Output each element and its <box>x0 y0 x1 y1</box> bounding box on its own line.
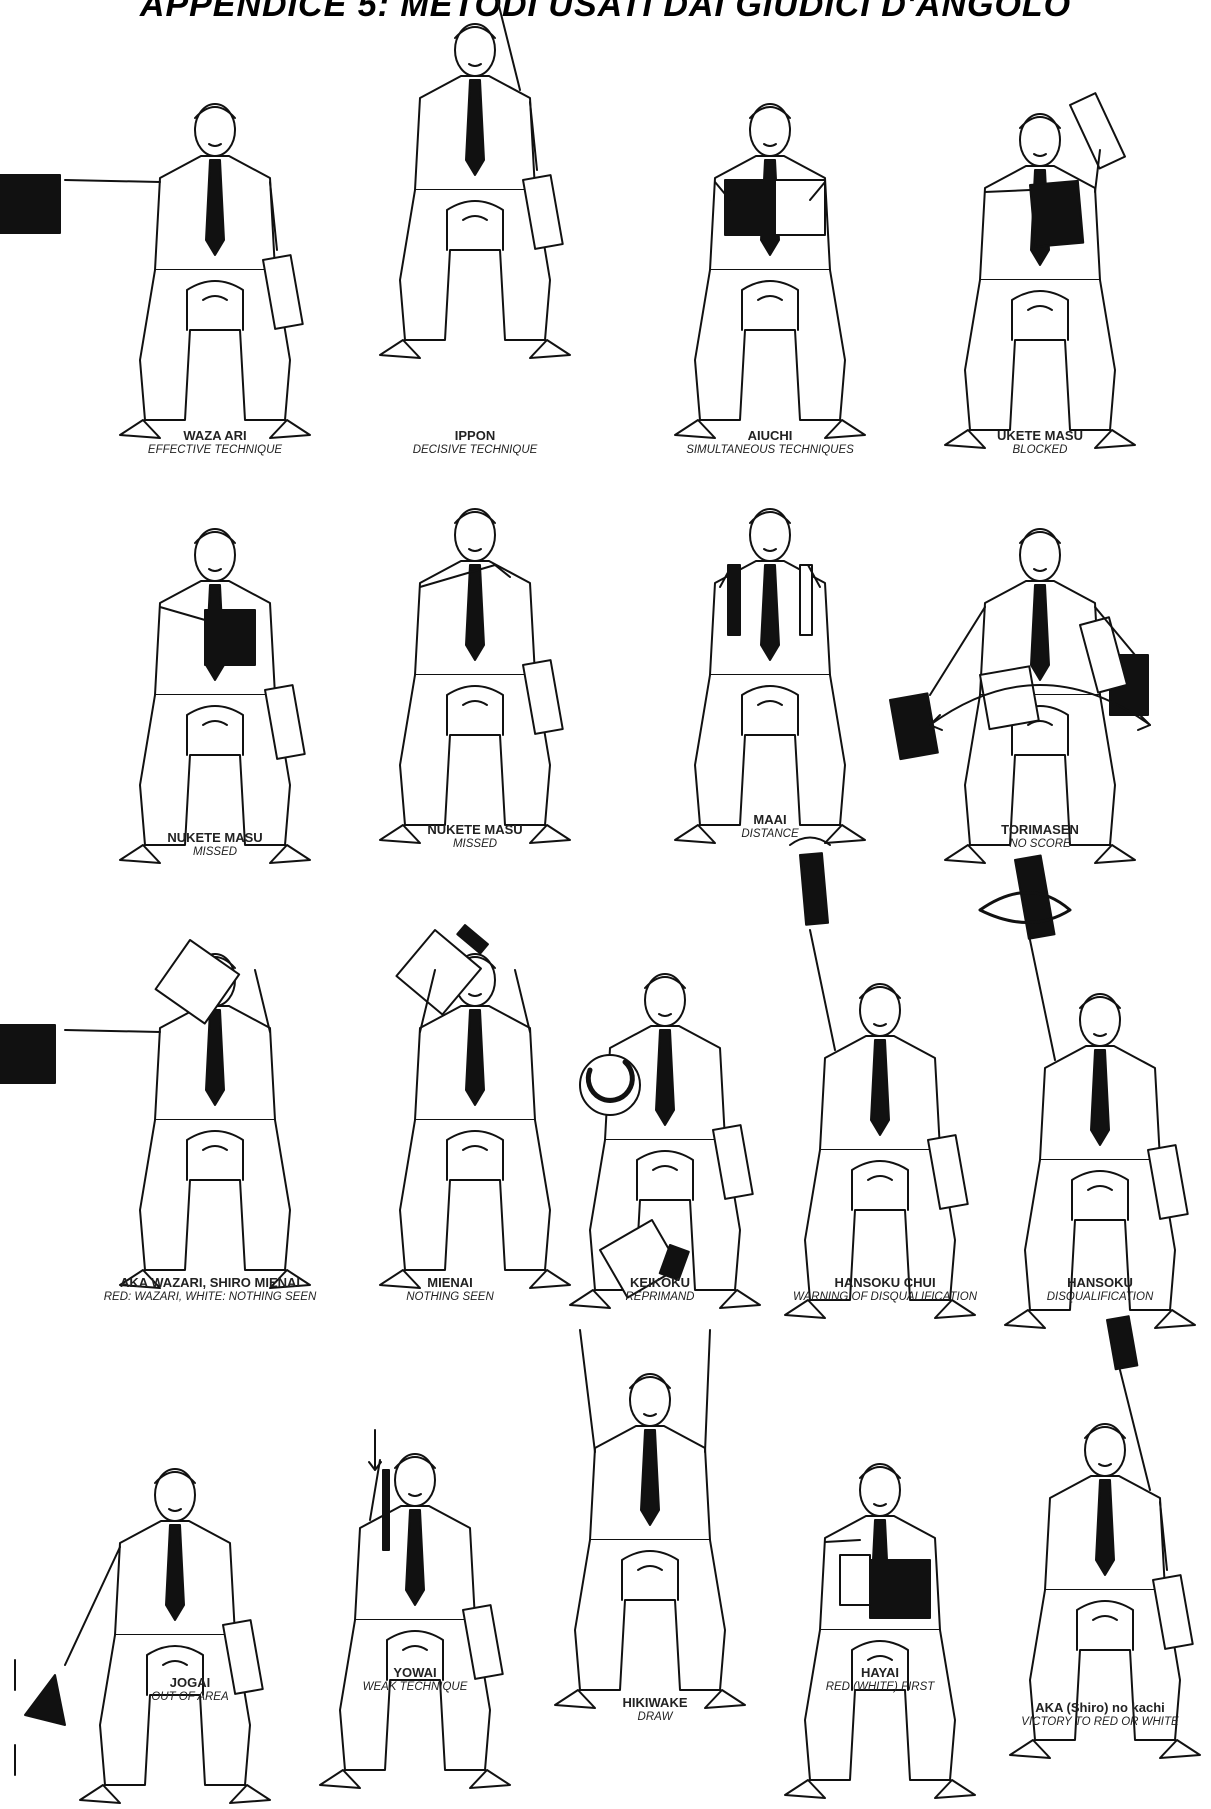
signal-name: UKETE MASU <box>890 428 1190 443</box>
referee-figure <box>380 0 570 358</box>
signal-name: AKA (Shiro) no kachi <box>950 1700 1211 1715</box>
signal-meaning: BLOCKED <box>890 443 1190 457</box>
referee-figure <box>0 104 310 438</box>
signal-meaning: DRAW <box>505 1710 805 1724</box>
figure-drawing <box>475 950 476 951</box>
signal-meaning: RED (WHITE) FIRST <box>730 1680 1030 1694</box>
signal-name: HANSOKU <box>950 1275 1211 1290</box>
figure-drawing <box>650 1370 651 1371</box>
signal-meaning: DISQUALIFICATION <box>950 1290 1211 1304</box>
signal-name: TORIMASEN <box>890 822 1190 837</box>
referee-figure <box>945 93 1135 448</box>
referee-figure <box>120 529 310 863</box>
signal-meaning: NO SCORE <box>890 837 1190 851</box>
referee-figure <box>15 1469 270 1803</box>
figure-drawing <box>880 980 881 981</box>
referee-figure <box>0 940 310 1288</box>
referee-figure <box>890 529 1150 863</box>
figure-drawing <box>215 100 216 101</box>
figure-drawing <box>415 1450 416 1451</box>
signal-meaning: EFFECTIVE TECHNIQUE <box>65 443 365 457</box>
signal-name: YOWAI <box>265 1665 565 1680</box>
referee-figure <box>320 1430 510 1788</box>
page-title: APPENDICE 5: METODI USATI DAI GIUDICI D'… <box>0 0 1211 25</box>
signal-name: NUKETE MASU <box>65 830 365 845</box>
figure-drawing <box>215 525 216 526</box>
figure-drawing <box>215 950 216 951</box>
referee-figure <box>675 104 865 438</box>
figure-drawing <box>665 970 666 971</box>
signal-name: MAAI <box>620 812 920 827</box>
signal-meaning: DECISIVE TECHNIQUE <box>325 443 625 457</box>
signal-name: HIKIWAKE <box>505 1695 805 1710</box>
referee-figure <box>380 509 570 843</box>
signal-name: WAZA ARI <box>65 428 365 443</box>
referee-figure <box>380 925 570 1288</box>
signal-name: NUKETE MASU <box>325 822 625 837</box>
referee-figure <box>785 1464 975 1798</box>
figure-drawing <box>1040 110 1041 111</box>
figure-drawing <box>475 505 476 506</box>
referee-figure <box>785 838 975 1319</box>
referee-figure <box>675 509 865 843</box>
referee-figure <box>980 855 1195 1328</box>
figure-drawing <box>880 1460 881 1461</box>
figure-drawing <box>1100 990 1101 991</box>
signal-name: HAYAI <box>730 1665 1030 1680</box>
figure-drawing <box>1105 1420 1106 1421</box>
signal-meaning: MISSED <box>325 837 625 851</box>
figure-drawing <box>475 20 476 21</box>
signal-meaning: WEAK TECHNIQUE <box>265 1680 565 1694</box>
signal-name: AIUCHI <box>620 428 920 443</box>
signal-meaning: VICTORY TO RED OR WHITE <box>950 1715 1211 1729</box>
figure-drawing <box>770 100 771 101</box>
figure-drawing <box>175 1465 176 1466</box>
signal-meaning: DISTANCE <box>620 827 920 841</box>
signal-meaning: MISSED <box>65 845 365 859</box>
signal-meaning: SIMULTANEOUS TECHNIQUES <box>620 443 920 457</box>
figure-drawing <box>770 505 771 506</box>
figure-drawing <box>1040 525 1041 526</box>
signal-name: IPPON <box>325 428 625 443</box>
referee-figure <box>1010 1316 1200 1758</box>
